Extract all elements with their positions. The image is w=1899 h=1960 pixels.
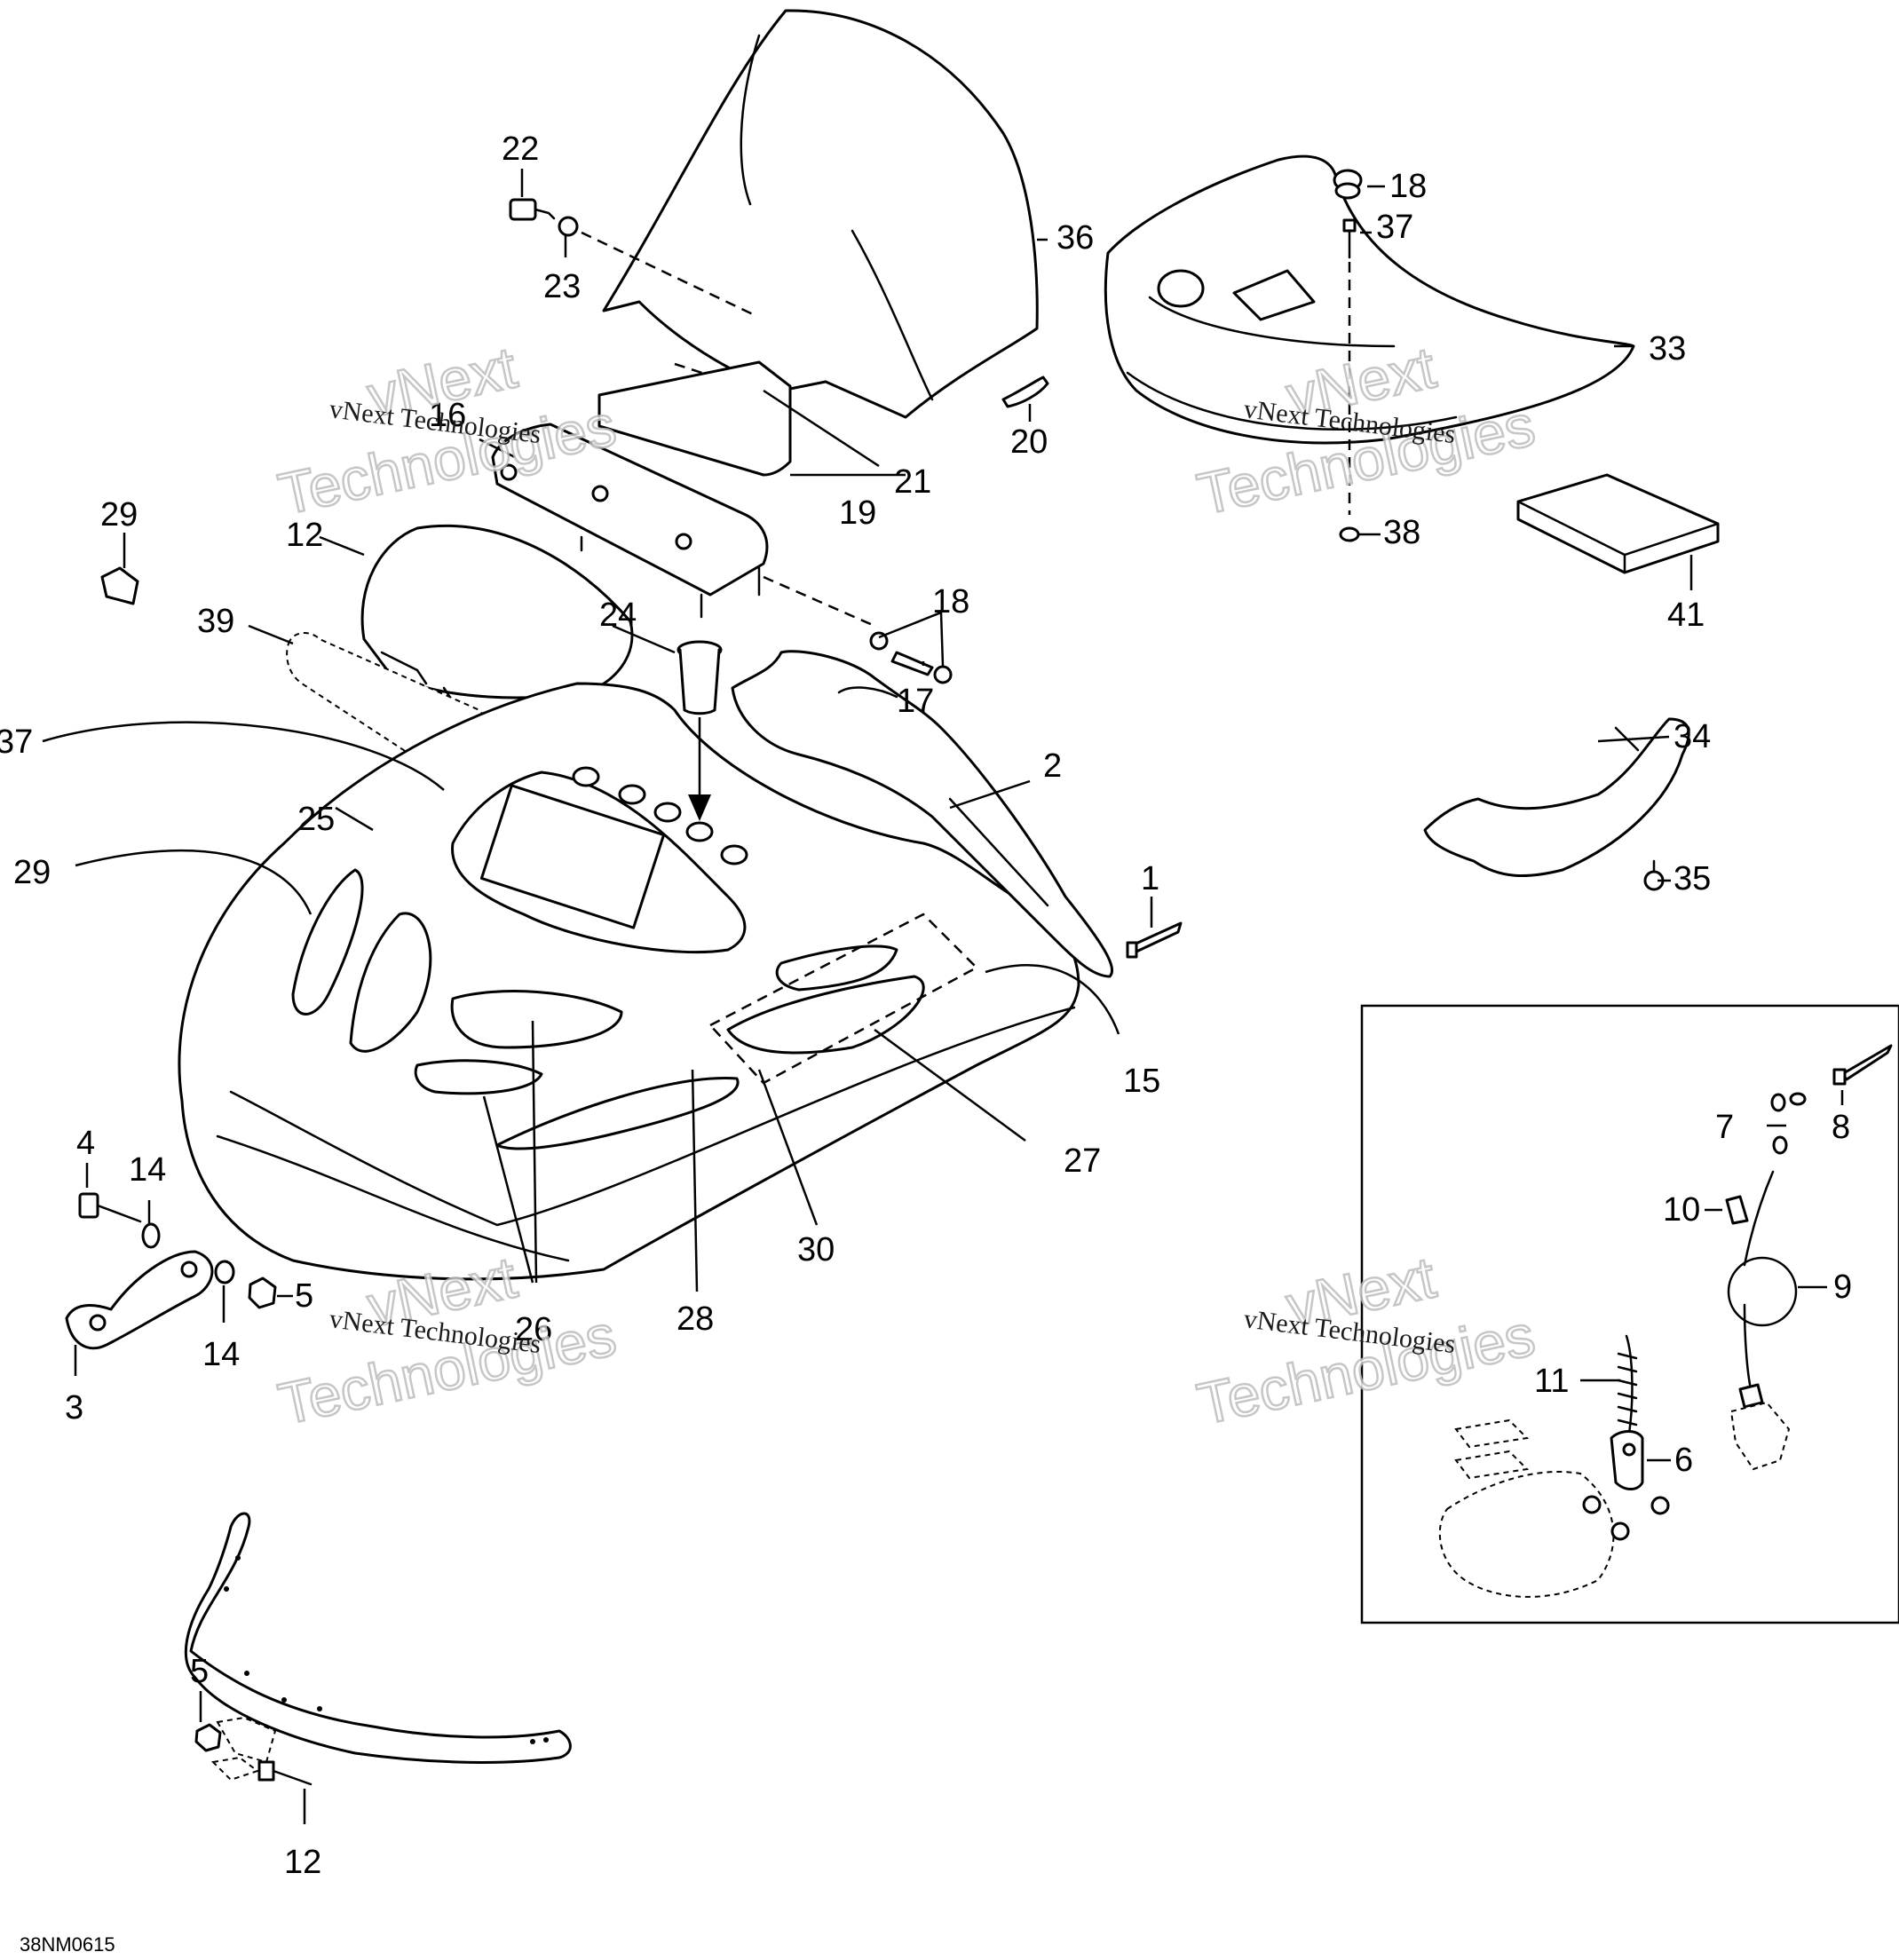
callout-15: 15 (1123, 1063, 1160, 1100)
callout-16: 16 (429, 397, 466, 434)
screw-part-37-right (1342, 218, 1357, 259)
callout-14: 14 (202, 1336, 240, 1373)
watermark-bottom-right: vNext Technologies vNext Technologies (1191, 1243, 1541, 1438)
screw-part-35 (1643, 859, 1665, 891)
callout-26: 26 (515, 1311, 552, 1348)
bumper-rail-part (184, 1512, 572, 1764)
bolt-part-12-lower (257, 1760, 313, 1786)
callout-14: 14 (129, 1151, 166, 1189)
washer-part-14-lower (214, 1260, 235, 1284)
callout-5: 5 (295, 1277, 313, 1315)
rear-panel-part-33 (1104, 154, 1635, 445)
callout-35: 35 (1673, 860, 1711, 897)
callout-12: 12 (286, 517, 323, 554)
side-panel-part-2 (731, 650, 1114, 978)
spring-part-11 (1617, 1334, 1638, 1435)
nut-part-5-lower (194, 1723, 222, 1752)
screw-part-17 (890, 651, 934, 676)
callout-41: 41 (1667, 597, 1705, 634)
callout-22: 22 (502, 130, 539, 168)
leader-lines (42, 169, 1844, 1824)
box-part-41 (1516, 473, 1720, 574)
hood-part-25 (178, 682, 1080, 1281)
nut-part-5-upper (248, 1276, 277, 1309)
callout-18: 18 (932, 583, 969, 620)
callout-7: 7 (1715, 1109, 1734, 1146)
callout-17: 17 (897, 683, 934, 720)
windshield-part-36 (602, 9, 1039, 419)
callout-3: 3 (65, 1389, 83, 1427)
callout-labels: 22 23 36 18 37 33 38 41 20 21 19 16 29 1… (0, 130, 1852, 1881)
callout-9: 9 (1833, 1268, 1852, 1306)
callout-29: 29 (100, 496, 138, 533)
callout-28: 28 (677, 1300, 714, 1338)
callout-36: 36 (1056, 219, 1094, 257)
bushing-part-24 (677, 640, 723, 715)
bracket-part-3 (65, 1250, 214, 1350)
callout-5: 5 (190, 1653, 209, 1690)
assembly-line (581, 231, 756, 317)
callout-2: 2 (1043, 747, 1062, 785)
nut-parts-inset (1582, 1495, 1670, 1541)
bolt-part-4 (78, 1192, 142, 1223)
callout-38: 38 (1383, 514, 1420, 551)
ring-part-7 (1770, 1092, 1807, 1155)
clip-part-29-top (100, 566, 139, 605)
bracket-ghost (210, 1716, 277, 1782)
sleeve-part-10 (1725, 1195, 1749, 1225)
clip-part-20 (1001, 375, 1049, 408)
callout-21: 21 (894, 463, 931, 501)
cable-part-9 (1727, 1170, 1798, 1409)
plate-part-6 (1610, 1430, 1644, 1490)
ghost-bracket-inset (1438, 1401, 1791, 1598)
console-panel-part-16 (491, 423, 769, 619)
callout-11: 11 (1534, 1363, 1569, 1400)
callout-24: 24 (599, 597, 637, 634)
pad-part-19 (597, 360, 792, 477)
nut-part-38 (1339, 526, 1360, 542)
callout-20: 20 (1010, 423, 1048, 461)
callout-6: 6 (1674, 1442, 1693, 1479)
callout-18: 18 (1389, 168, 1427, 205)
callout-10: 10 (1663, 1191, 1700, 1229)
callout-1: 1 (1141, 860, 1159, 897)
callout-34: 34 (1673, 718, 1711, 755)
diagram-code: 38NM0615 (20, 1933, 115, 1956)
windshield-bolt-part-22 (509, 198, 556, 221)
callout-39: 39 (197, 603, 234, 640)
cushion-part-12 (360, 524, 634, 703)
rivet-part-1 (1126, 921, 1183, 959)
callout-37: 37 (1376, 209, 1413, 246)
callout-33: 33 (1649, 330, 1686, 368)
callout-27: 27 (1064, 1142, 1101, 1180)
callout-23: 23 (543, 268, 581, 305)
arrow-head (688, 794, 711, 821)
callout-37: 37 (0, 723, 33, 761)
washer-part-14-upper (141, 1222, 161, 1249)
deflector-part-34 (1423, 717, 1690, 877)
callout-12: 12 (284, 1844, 321, 1881)
washer-part-23 (558, 216, 579, 237)
callout-25: 25 (297, 801, 335, 838)
rivet-part-8 (1832, 1044, 1893, 1086)
callout-8: 8 (1832, 1109, 1850, 1146)
grommet-part-18-right (1333, 169, 1363, 200)
callout-19: 19 (839, 494, 876, 532)
callout-4: 4 (76, 1125, 95, 1162)
callout-29: 29 (13, 854, 51, 891)
callout-30: 30 (797, 1231, 835, 1268)
assembly-line (763, 575, 875, 628)
inset-frame (1360, 1004, 1899, 1624)
